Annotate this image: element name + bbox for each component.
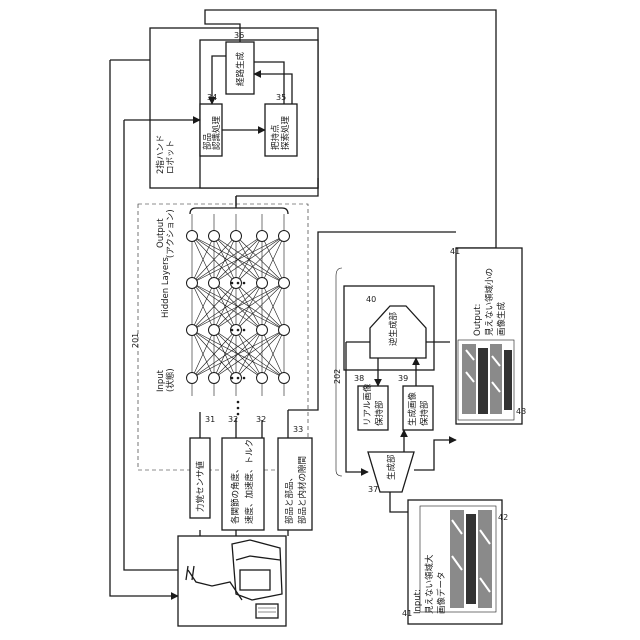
input-line2: 見えない領域大	[424, 554, 435, 614]
output-panel: 41 Output: 見えない領域小の 画像生成 43	[450, 247, 526, 424]
input-to-gen-line	[390, 492, 408, 512]
generator-num: 37	[368, 485, 378, 494]
hidden-node	[209, 325, 220, 336]
grasp-line1: 把持点	[270, 124, 281, 150]
input-photo-part3	[478, 510, 492, 608]
num-32a: 32	[228, 415, 238, 424]
joint-box	[222, 438, 264, 530]
output-node	[279, 231, 290, 242]
output-node	[257, 231, 268, 242]
neural-network: 201 Output (アクション) Hidden Layers Input (…	[131, 196, 308, 470]
output-num: 41	[450, 247, 460, 256]
input-node	[257, 373, 268, 384]
network-input-sub: (状態)	[165, 368, 176, 392]
robot-controller-block: 2指ハンド ロボット 経路生成 36 部品 認識処理 34 把持点 探索処理 3…	[150, 28, 318, 188]
robot-title-line1: 2指ハンド	[155, 135, 166, 174]
hidden-node	[187, 325, 198, 336]
input-photo-part1	[450, 510, 464, 608]
network-output-label: Output	[156, 218, 166, 248]
gen-image-num: 39	[398, 374, 408, 383]
output-line1: Output:	[473, 304, 483, 336]
input-boxes: 力覚センサ値 各関節の角度、 速度、加速度、トルク 部品と部品、 部品と内材の隙…	[190, 410, 312, 536]
output-photo-part2	[478, 348, 488, 414]
gap-label-2: 部品と内材の隙間	[297, 456, 308, 524]
input-node	[187, 373, 198, 384]
input-panel: 41 Input: 見えない領域大 画像データ 42	[402, 500, 508, 624]
part-recog-line2: 認識処理	[211, 115, 222, 150]
robot-image	[178, 536, 286, 626]
input-image-num: 42	[498, 513, 508, 522]
output-line3: 画像生成	[496, 301, 507, 336]
input-photo-part2	[466, 514, 476, 604]
gen-image-line2: 保持部	[419, 400, 430, 426]
output-node	[187, 231, 198, 242]
robot-title-line2: ロボット	[166, 140, 176, 174]
network-nodes	[187, 231, 290, 384]
output-node	[209, 231, 220, 242]
grasp-num: 35	[276, 93, 286, 102]
reverse-num: 40	[366, 295, 376, 304]
hidden-node	[209, 278, 220, 289]
real-image-num: 38	[354, 374, 364, 383]
generator-ref: 202	[333, 369, 342, 384]
input-node	[209, 373, 220, 384]
num-33: 33	[293, 425, 303, 434]
network-ref: 201	[131, 333, 140, 348]
hidden-node	[257, 278, 268, 289]
hidden-node	[257, 325, 268, 336]
real-image-line1: リアル画像	[362, 383, 373, 426]
input-stems	[200, 530, 288, 536]
generator-label: 生成部	[386, 454, 397, 480]
input-num: 41	[402, 609, 412, 618]
force-sensor-label: 力覚センサ値	[195, 460, 206, 512]
path-gen-num: 36	[234, 31, 244, 40]
output-line2: 見えない領域小の	[484, 268, 495, 336]
gen-to-output-arrow	[414, 440, 456, 470]
gap-label-1: 部品と部品、	[284, 473, 295, 524]
num-31: 31	[205, 415, 215, 424]
real-image-line2: 保持部	[374, 400, 385, 426]
joint-label-2: 速度、加速度、トルク	[244, 439, 255, 524]
output-node	[231, 231, 242, 242]
input-line1: Input:	[413, 589, 423, 614]
network-input-label: Input	[156, 369, 166, 392]
input-line3: 画像データ	[436, 571, 447, 614]
hidden-node	[187, 278, 198, 289]
gen-image-line1: 生成画像	[407, 391, 418, 426]
output-image-num: 43	[516, 407, 526, 416]
path-gen-label: 経路生成	[235, 51, 246, 86]
output-photo-part4	[504, 350, 512, 410]
network-output-sub: (アクション)	[166, 209, 176, 258]
hidden-node	[279, 278, 290, 289]
output-photo-part3	[490, 344, 502, 414]
hidden-node	[279, 325, 290, 336]
network-hidden-label: Hidden Layers	[161, 256, 171, 318]
reverse-label: 逆生成部	[388, 311, 399, 346]
grasp-line2: 探索処理	[280, 115, 291, 150]
output-bracket	[190, 208, 288, 214]
joint-label-1: 各関節の角度、	[230, 464, 241, 524]
input-node	[279, 373, 290, 384]
num-32b: 32	[256, 415, 266, 424]
